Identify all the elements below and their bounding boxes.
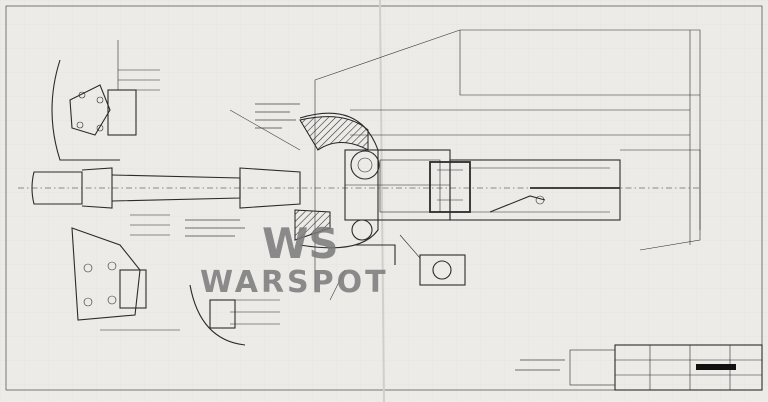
detail-view-bottom	[71, 214, 180, 331]
watermark-brand: WARSPOT	[200, 265, 389, 300]
elevation-gear	[355, 234, 466, 286]
turret-outline	[314, 29, 701, 290]
section-detail	[189, 284, 280, 346]
annotation-strokes	[185, 103, 565, 371]
paper-fold	[379, 0, 385, 402]
watermark: WS WARSPOT	[200, 219, 389, 300]
recoil-guard	[449, 159, 621, 221]
title-block	[569, 344, 763, 391]
detail-view-top	[51, 40, 160, 161]
watermark-logo: WS	[262, 219, 339, 268]
